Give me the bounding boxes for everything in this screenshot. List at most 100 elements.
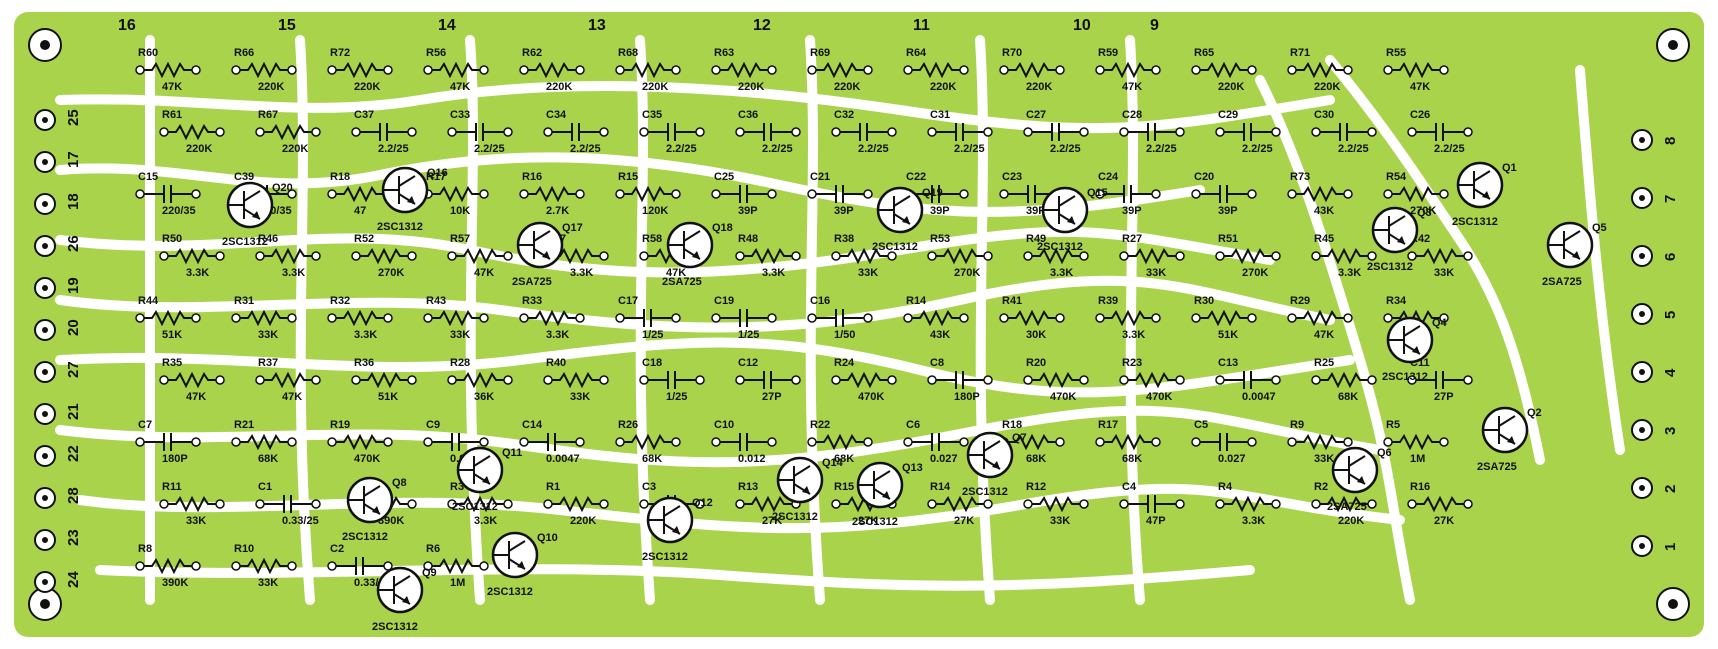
resistor-zigzag — [744, 495, 792, 513]
transistor-collector — [893, 195, 911, 207]
pad — [615, 437, 625, 447]
component-value: 390K — [162, 577, 188, 589]
component-value: 33K — [858, 267, 878, 279]
component-ref: R48 — [738, 233, 758, 245]
edge-pad-hole — [1639, 543, 1645, 549]
transistor-collector — [393, 575, 411, 587]
pad — [311, 499, 321, 509]
component-ref: R55 — [1386, 47, 1406, 59]
component-ref: R1 — [546, 481, 560, 493]
pad — [519, 313, 529, 323]
component-value: 39P — [1122, 205, 1142, 217]
component-value: 270K — [378, 267, 404, 279]
pad — [575, 65, 585, 75]
component-value: 27K — [858, 515, 878, 527]
component-value: 1/25 — [738, 329, 759, 341]
component-value: 2.2/25 — [954, 143, 985, 155]
component-value: 27K — [762, 515, 782, 527]
resistor-zigzag — [1104, 61, 1152, 79]
pad — [1367, 499, 1377, 509]
edge-pad-hole — [1639, 137, 1645, 143]
component-ref: C18 — [642, 357, 662, 369]
pad — [1311, 251, 1321, 261]
pad — [671, 65, 681, 75]
component-value: 220K — [546, 81, 572, 93]
pad — [1343, 437, 1353, 447]
component-ref: R66 — [234, 47, 254, 59]
pad — [1095, 313, 1105, 323]
resistor-zigzag — [552, 371, 600, 389]
pad — [159, 375, 169, 385]
pad — [159, 251, 169, 261]
transistor-arrow — [1412, 346, 1420, 354]
component-ref: R51 — [1218, 233, 1238, 245]
component-ref: R56 — [426, 47, 446, 59]
component-ref: C5 — [1194, 419, 1208, 431]
pad — [1439, 437, 1449, 447]
pad — [639, 375, 649, 385]
component-value: 2.2/25 — [1050, 143, 1081, 155]
component-value: 3.3K — [1338, 267, 1361, 279]
component-ref: R6 — [426, 543, 440, 555]
component-value: 0.33/25 — [282, 515, 319, 527]
component-value: 2.2/25 — [1434, 143, 1465, 155]
component-value: 3.3K — [474, 515, 497, 527]
component-value: 2.2/25 — [858, 143, 889, 155]
pad — [407, 375, 417, 385]
component-value: 3.3K — [1242, 515, 1265, 527]
pad — [1367, 127, 1377, 137]
pad — [1023, 127, 1033, 137]
component-value: 27P — [762, 391, 782, 403]
component-value: 220K — [186, 143, 212, 155]
transistor-ref: Q20 — [272, 182, 293, 194]
component-ref: R15 — [618, 171, 638, 183]
resistor-zigzag — [1416, 495, 1464, 513]
component-value: 3.3K — [570, 267, 593, 279]
edge-pad-hole — [42, 327, 48, 333]
transistor-collector — [1403, 325, 1421, 337]
component-value: 36K — [474, 391, 494, 403]
component-value: 0.027 — [930, 453, 958, 465]
component-value: 220K — [1338, 515, 1364, 527]
pad — [231, 561, 241, 571]
resistor-zigzag — [1128, 247, 1176, 265]
transistor-ref: Q11 — [502, 447, 522, 459]
component-value: 47K — [1314, 329, 1334, 341]
pad — [1079, 251, 1089, 261]
transistor-arrow — [1397, 236, 1405, 244]
transistor-arrow — [517, 561, 525, 569]
transistor-ref: Q10 — [537, 532, 558, 544]
pad — [671, 437, 681, 447]
component-value: 68K — [1122, 453, 1142, 465]
right-pin-number: 1 — [1662, 543, 1679, 551]
component-value: 220K — [282, 143, 308, 155]
component-value: 3.3K — [282, 267, 305, 279]
component-value: 470K — [858, 391, 884, 403]
edge-pad-hole — [42, 117, 48, 123]
pad — [231, 437, 241, 447]
component-ref: C21 — [810, 171, 830, 183]
component-ref: R15 — [834, 481, 854, 493]
pad — [135, 189, 145, 199]
component-value: 2.2/25 — [666, 143, 697, 155]
component-ref: C22 — [906, 171, 926, 183]
pad — [791, 251, 801, 261]
pad — [983, 127, 993, 137]
component-value: 0.027 — [1218, 453, 1246, 465]
pad — [1079, 499, 1089, 509]
pad — [831, 499, 841, 509]
